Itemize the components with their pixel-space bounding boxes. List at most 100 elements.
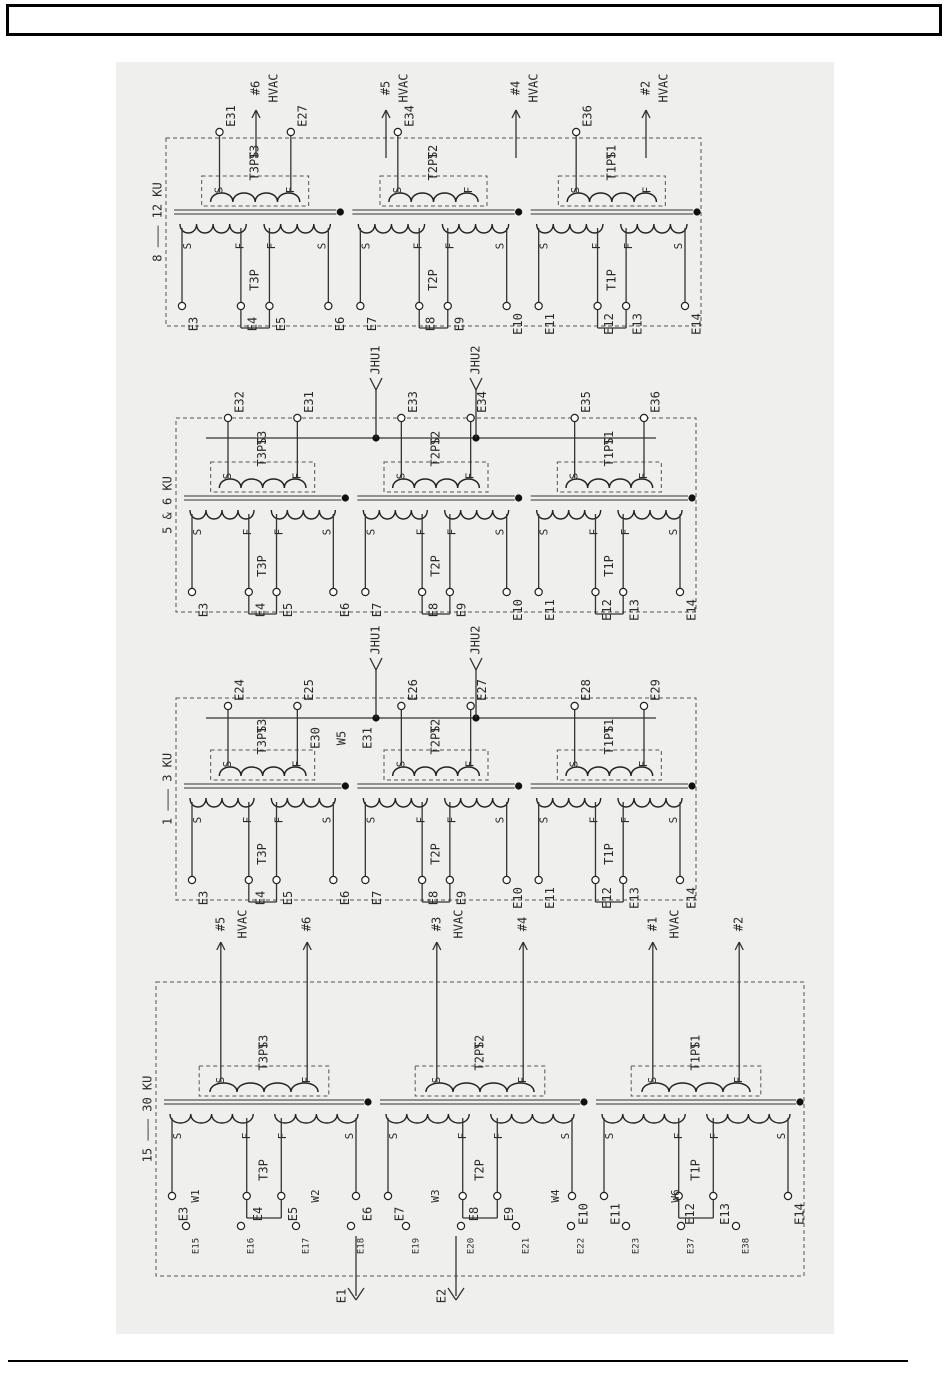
- winding-coil: [535, 509, 602, 520]
- winding-coil: [169, 1113, 254, 1124]
- terminal-label: E3: [177, 1207, 191, 1221]
- wiring-schematic: 15 ——— 30 KUSFFSSFT3PST3T3PE3E4E5E6#5HVA…: [141, 74, 807, 1304]
- terminal: [619, 875, 628, 885]
- terminal: [566, 1221, 576, 1231]
- range-title: 8 ——— 12 KU: [151, 182, 165, 261]
- terminal-label: E8: [424, 317, 438, 331]
- terminal-label: E13: [718, 1203, 732, 1225]
- terminal: [329, 587, 338, 597]
- point-label: E16: [247, 1238, 257, 1254]
- coil-start-mark: S: [494, 529, 507, 536]
- terminal: [502, 587, 511, 597]
- primary-label: T1P: [689, 1159, 703, 1181]
- terminal: [187, 587, 197, 597]
- terminal: [591, 875, 600, 885]
- terminal: [244, 875, 253, 885]
- terminal-label: E14: [685, 599, 699, 621]
- hvac-label: HVAC: [235, 910, 249, 939]
- coil-finish-mark: F: [446, 817, 459, 824]
- terminal: [621, 1221, 631, 1231]
- terminal-label: E5: [281, 603, 295, 617]
- terminal-label: E36: [581, 105, 595, 127]
- terminal: [466, 701, 475, 711]
- terminal-label: E31: [361, 727, 375, 749]
- primary-label: T2P: [473, 1159, 487, 1181]
- wire: [518, 941, 524, 951]
- panel-frame: [155, 981, 805, 1277]
- wire: [369, 657, 377, 671]
- terminal: [393, 127, 403, 137]
- header-box: [6, 4, 942, 36]
- panel-frame: [175, 417, 697, 613]
- winding-coil: [391, 766, 481, 777]
- terminal-label: E3: [197, 603, 211, 617]
- terminal-label: E10: [511, 887, 525, 909]
- coil-start-mark: S: [672, 243, 685, 250]
- terminal: [534, 301, 543, 311]
- ps-box: [556, 749, 662, 781]
- primary-label: T2P: [429, 843, 443, 865]
- wire: [302, 941, 308, 951]
- coil-finish-mark: F: [241, 817, 254, 824]
- winding-coil: [566, 192, 658, 203]
- ps-label: T1PS: [604, 152, 618, 181]
- point-label: E23: [632, 1238, 642, 1254]
- hvac-label: HVAC: [267, 74, 281, 103]
- wire: [648, 941, 654, 951]
- hvac-output-label: #6: [249, 81, 263, 95]
- coil-finish-mark: F: [492, 1133, 505, 1140]
- panel-5-6kv: 5 & 6 KUSFFSSFT3PST3T3PE3E4E5E6E32E31SFF…: [161, 346, 699, 621]
- terminal-label: E30: [309, 727, 323, 749]
- junction-dot: [580, 1098, 588, 1106]
- wire: [251, 109, 257, 119]
- junction-dot: [796, 1098, 804, 1106]
- junction-dot: [515, 494, 523, 502]
- jumper-label: W1: [189, 1189, 202, 1202]
- ps-label: T3PS: [257, 1042, 271, 1071]
- winding-coil: [218, 766, 307, 777]
- ps-label: T2PS: [426, 152, 440, 181]
- terminal-label: E7: [393, 1207, 407, 1221]
- terminal: [272, 587, 281, 597]
- coil-finish-mark: F: [622, 243, 635, 250]
- panel-frame: [175, 697, 697, 901]
- wire: [475, 657, 483, 671]
- primary-label: T3P: [255, 555, 269, 577]
- ps-box: [201, 175, 310, 207]
- terminal: [236, 1221, 246, 1231]
- primary-label: T1P: [602, 843, 616, 865]
- coil-finish-mark: F: [414, 529, 427, 536]
- hvac-label: HVAC: [451, 910, 465, 939]
- primary-label: T3P: [257, 1159, 271, 1181]
- terminal-label: E5: [281, 891, 295, 905]
- coil-finish-mark: F: [641, 187, 654, 194]
- terminal-label: E7: [370, 603, 384, 617]
- range-title: 15 ——— 30 KU: [141, 1076, 155, 1163]
- terminal-label: E11: [543, 887, 557, 909]
- winding-coil: [362, 509, 429, 520]
- transformer-t2: SFFSSFT2PST2T2PE7E8E9E10E26E27: [357, 679, 525, 909]
- ps-box: [383, 461, 489, 493]
- wire: [216, 941, 222, 951]
- winding-coil: [617, 797, 683, 808]
- coil-finish-mark: F: [619, 817, 632, 824]
- transformer-t3: SFFSSFT3PST3T3PE3E4E5E6E24E25: [184, 679, 352, 905]
- point-label: E18: [357, 1238, 367, 1254]
- coil-start-mark: S: [667, 529, 680, 536]
- hvac-output-label: #6: [300, 917, 314, 931]
- coil-finish-mark: F: [446, 529, 459, 536]
- terminal-label: E9: [452, 317, 466, 331]
- point-label: E19: [412, 1238, 422, 1254]
- winding-coil: [263, 223, 332, 234]
- terminal-label: E24: [233, 679, 247, 701]
- primary-label: T3P: [255, 843, 269, 865]
- winding-coil: [189, 509, 255, 520]
- winding-coil: [706, 1113, 791, 1124]
- winding-coil: [179, 223, 247, 234]
- coil-finish-mark: F: [588, 529, 601, 536]
- hvac-label: HVAC: [667, 910, 681, 939]
- terminal-label: E7: [365, 317, 379, 331]
- terminal: [329, 875, 338, 885]
